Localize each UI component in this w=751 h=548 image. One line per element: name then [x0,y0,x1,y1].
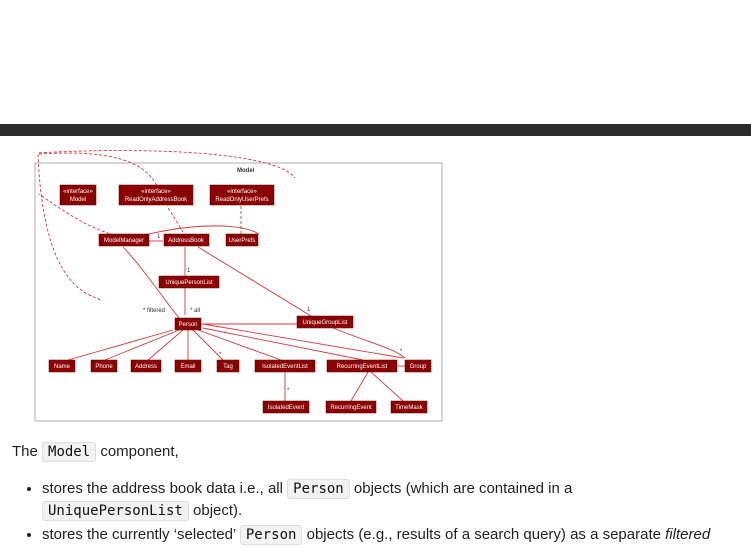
edge-rel-tm [370,371,404,402]
code-person: Person [287,479,350,499]
intro-post: component, [96,443,179,460]
edge-mm-person [122,246,180,319]
bullet1-text-a: stores the address book data i.e., all [42,480,288,497]
label-all: * all [190,308,200,314]
code-model: Model [42,442,97,462]
box-readonlyaddressbook-interface: «interface» ReadOnlyAddressBook [118,184,194,206]
edge-person-address [147,329,184,361]
svg-text:«interface»: «interface» [141,189,171,195]
svg-text:Address: Address [135,364,157,370]
box-name: Name [48,359,76,373]
code-uniquepersonlist: UniquePersonList [42,501,189,521]
svg-text:RecurringEvent: RecurringEvent [330,405,372,411]
box-phone: Phone [90,359,118,373]
bullet-selected-persons: stores the currently ‘selected’ Person o… [42,524,751,546]
top-dark-bar [0,124,751,136]
bullet2-emphasis: filtered [665,526,711,543]
box-group: Group [404,359,432,373]
label-one-c: 1 [307,307,311,313]
edge-person-tag [192,329,224,361]
svg-text:Person: Person [178,322,197,328]
box-address: Address [130,359,162,373]
svg-text:AddressBook: AddressBook [168,238,205,244]
bullet2-text-a: stores the currently ‘selected’ [42,526,240,543]
edge-person-rel [202,327,364,361]
box-recurringevent: RecurringEvent [325,400,377,414]
edge-person-name [67,329,174,361]
edge-ugl-group [332,327,406,359]
box-readonlyuserprefs-interface: «interface» ReadOnlyUserPrefs [209,184,275,206]
bullet2-text-b: objects (e.g., results of a search query… [302,526,666,543]
svg-text:Group: Group [410,364,427,370]
model-bullet-list: stores the address book data i.e., all P… [24,478,751,548]
svg-text:«interface»: «interface» [227,189,257,195]
box-timemask: TimeMask [390,400,428,414]
edge-person-group [202,323,404,359]
label-star-a: * [219,352,222,358]
box-recurringeventlist: RecurringEventList [326,359,398,373]
svg-text:Model: Model [70,197,86,203]
svg-text:UniquePersonList: UniquePersonList [165,280,213,286]
edge-top-to-roab [38,152,158,187]
box-tag: Tag [216,359,240,373]
svg-text:Tag: Tag [223,364,233,370]
edge-ab-ugl [197,246,312,317]
edge-ab-to-roab [166,205,184,233]
svg-text:ModelManager: ModelManager [104,238,144,244]
box-modelmanager: ModelManager [98,233,150,247]
box-isolatedeventlist: IsolatedEventList [254,359,316,373]
diagram-title: Model [237,168,255,174]
box-uniquepersonlist: UniquePersonList [158,275,220,289]
edge-person-iel [197,329,282,361]
svg-text:Name: Name [54,364,71,370]
code-person-2: Person [239,525,303,545]
intro-pre: The [12,443,43,460]
svg-text:IsolatedEvent: IsolatedEvent [268,405,305,411]
svg-text:TimeMask: TimeMask [395,405,423,411]
bullet-address-book-data: stores the address book data i.e., all P… [42,478,751,522]
model-class-diagram: Model * filtered * all 1 1 1 * * * «inte… [34,150,443,422]
box-userprefs: UserPrefs [225,233,259,247]
bullet1-text-c: object). [188,502,243,519]
bullet1-text-b: objects (which are contained in a [349,480,573,497]
box-uniquegrouplist: UniqueGroupList [296,315,354,329]
svg-text:Email: Email [180,364,195,370]
box-person: Person [174,317,202,331]
box-addressbook: AddressBook [163,233,210,247]
label-one-b: 1 [187,268,191,274]
svg-text:Phone: Phone [95,364,113,370]
box-isolatedevent: IsolatedEvent [262,400,310,414]
svg-text:IsolatedEventList: IsolatedEventList [262,364,308,370]
label-one-a: 1 [157,234,161,240]
svg-text:RecurringEventList: RecurringEventList [337,364,388,370]
svg-text:UserPrefs: UserPrefs [229,238,256,244]
svg-text:UniqueGroupList: UniqueGroupList [302,320,347,326]
edge-rel-re [350,371,369,402]
edge-mm-to-userprefs-iface [37,150,296,301]
diagram-frame [34,162,443,422]
svg-text:«interface»: «interface» [63,189,93,195]
label-filtered: * filtered [143,308,165,314]
svg-text:ReadOnlyAddressBook: ReadOnlyAddressBook [125,197,188,203]
label-star-c: * [400,349,403,355]
model-intro-paragraph: The Model component, [12,442,179,462]
edge-person-phone [104,329,180,361]
svg-text:ReadOnlyUserPrefs: ReadOnlyUserPrefs [215,197,268,203]
label-star-b: * [287,388,290,394]
box-model-interface: «interface» Model [59,184,97,206]
box-email: Email [174,359,202,373]
